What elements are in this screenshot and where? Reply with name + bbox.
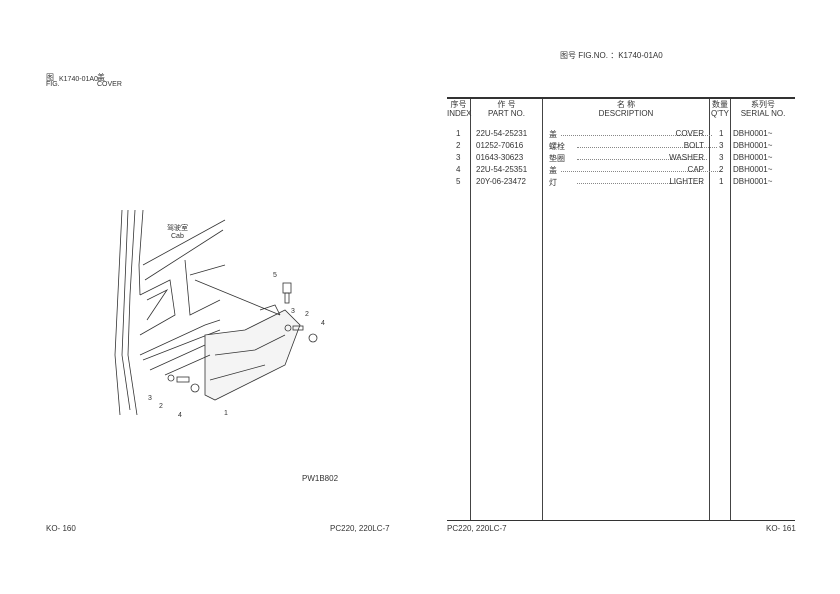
callout-5: 5 — [273, 272, 277, 279]
callout-2: 2 — [305, 311, 309, 318]
right-model: PC220, 220LC-7 — [447, 524, 507, 533]
leader-dots — [577, 183, 702, 184]
row-index: 5 — [456, 177, 461, 186]
row-part-no: 01252-70616 — [476, 141, 524, 150]
leader-dots — [577, 147, 717, 148]
table-row: 3 01643-30623 垫圈 3 DBH0001~ WASHER — [447, 153, 795, 165]
table-bottom-rule — [447, 520, 795, 521]
row-serial: DBH0001~ — [733, 165, 773, 174]
row-index: 4 — [456, 165, 461, 174]
row-desc-en: WASHER — [669, 153, 704, 162]
table-top-rule — [447, 97, 795, 99]
row-desc-en: COVER — [675, 129, 704, 138]
title-cn: 盖 — [97, 73, 105, 82]
left-model: PC220, 220LC-7 — [330, 524, 390, 533]
row-serial: DBH0001~ — [733, 177, 773, 186]
row-desc-en: CAP — [687, 165, 704, 174]
row-desc-cn: 螺栓 — [549, 142, 565, 151]
right-page-number: KO- 161 — [766, 524, 796, 533]
row-qty: 3 — [719, 141, 724, 150]
col-divider — [730, 99, 731, 520]
table-row: 5 20Y-06-23472 灯 1 DBH0001~ LIGHTER — [447, 177, 795, 189]
fig-no-header: 图号 FIG.NO. ：K1740-01A0 — [560, 51, 663, 60]
fig-cn: 图 — [46, 73, 54, 82]
fig-number: K1740-01A0 — [59, 76, 98, 83]
callout-4: 4 — [321, 320, 325, 327]
callout-2b: 2 — [159, 403, 163, 410]
leader-dots — [561, 135, 712, 136]
row-desc-cn: 垫圈 — [549, 154, 565, 163]
cab-label-en: Cab — [171, 233, 184, 240]
row-serial: DBH0001~ — [733, 153, 773, 162]
drawing-code: PW1B802 — [302, 474, 339, 483]
row-part-no: 22U-54-25231 — [476, 129, 528, 138]
cab-frame — [114, 209, 226, 416]
row-serial: DBH0001~ — [733, 129, 773, 138]
table-row: 1 22U-54-25231 盖 1 DBH0001~ COVER — [447, 129, 795, 141]
left-page-number: KO- 160 — [46, 524, 76, 533]
exploded-view-drawing: 驾驶室 Cab 5 3 2 4 3 2 4 1 — [114, 209, 325, 419]
col-divider — [470, 99, 471, 520]
row-desc-en: BOLT — [683, 141, 704, 150]
row-desc-en: LIGHTER — [669, 177, 704, 186]
table-row: 4 22U-54-25351 盖 2 DBH0001~ CAP — [447, 165, 795, 177]
leader-dots — [561, 171, 722, 172]
fasteners — [164, 279, 318, 393]
cover-part — [204, 304, 301, 401]
row-qty: 1 — [719, 177, 724, 186]
cab-label-cn: 驾驶室 — [167, 223, 188, 232]
row-index: 1 — [456, 129, 461, 138]
row-qty: 3 — [719, 153, 724, 162]
col-divider — [709, 99, 710, 520]
row-index: 2 — [456, 141, 461, 150]
row-desc-cn: 盖 — [549, 166, 557, 175]
row-part-no: 01643-30623 — [476, 153, 524, 162]
callout-3: 3 — [291, 308, 295, 315]
row-desc-cn: 灯 — [549, 178, 557, 187]
row-serial: DBH0001~ — [733, 141, 773, 150]
row-part-no: 20Y-06-23472 — [476, 177, 526, 186]
leader-dots — [577, 159, 707, 160]
callout-4b: 4 — [178, 412, 182, 419]
row-index: 3 — [456, 153, 461, 162]
fig-en: FIG. — [46, 81, 60, 88]
title-en: COVER — [97, 81, 122, 88]
callout-1: 1 — [224, 410, 228, 417]
row-qty: 2 — [719, 165, 724, 174]
callout-3b: 3 — [148, 395, 152, 402]
col-divider — [542, 99, 543, 520]
table-row: 2 01252-70616 螺栓 3 DBH0001~ BOLT — [447, 141, 795, 153]
row-desc-cn: 盖 — [549, 130, 557, 139]
row-qty: 1 — [719, 129, 724, 138]
row-part-no: 22U-54-25351 — [476, 165, 528, 174]
